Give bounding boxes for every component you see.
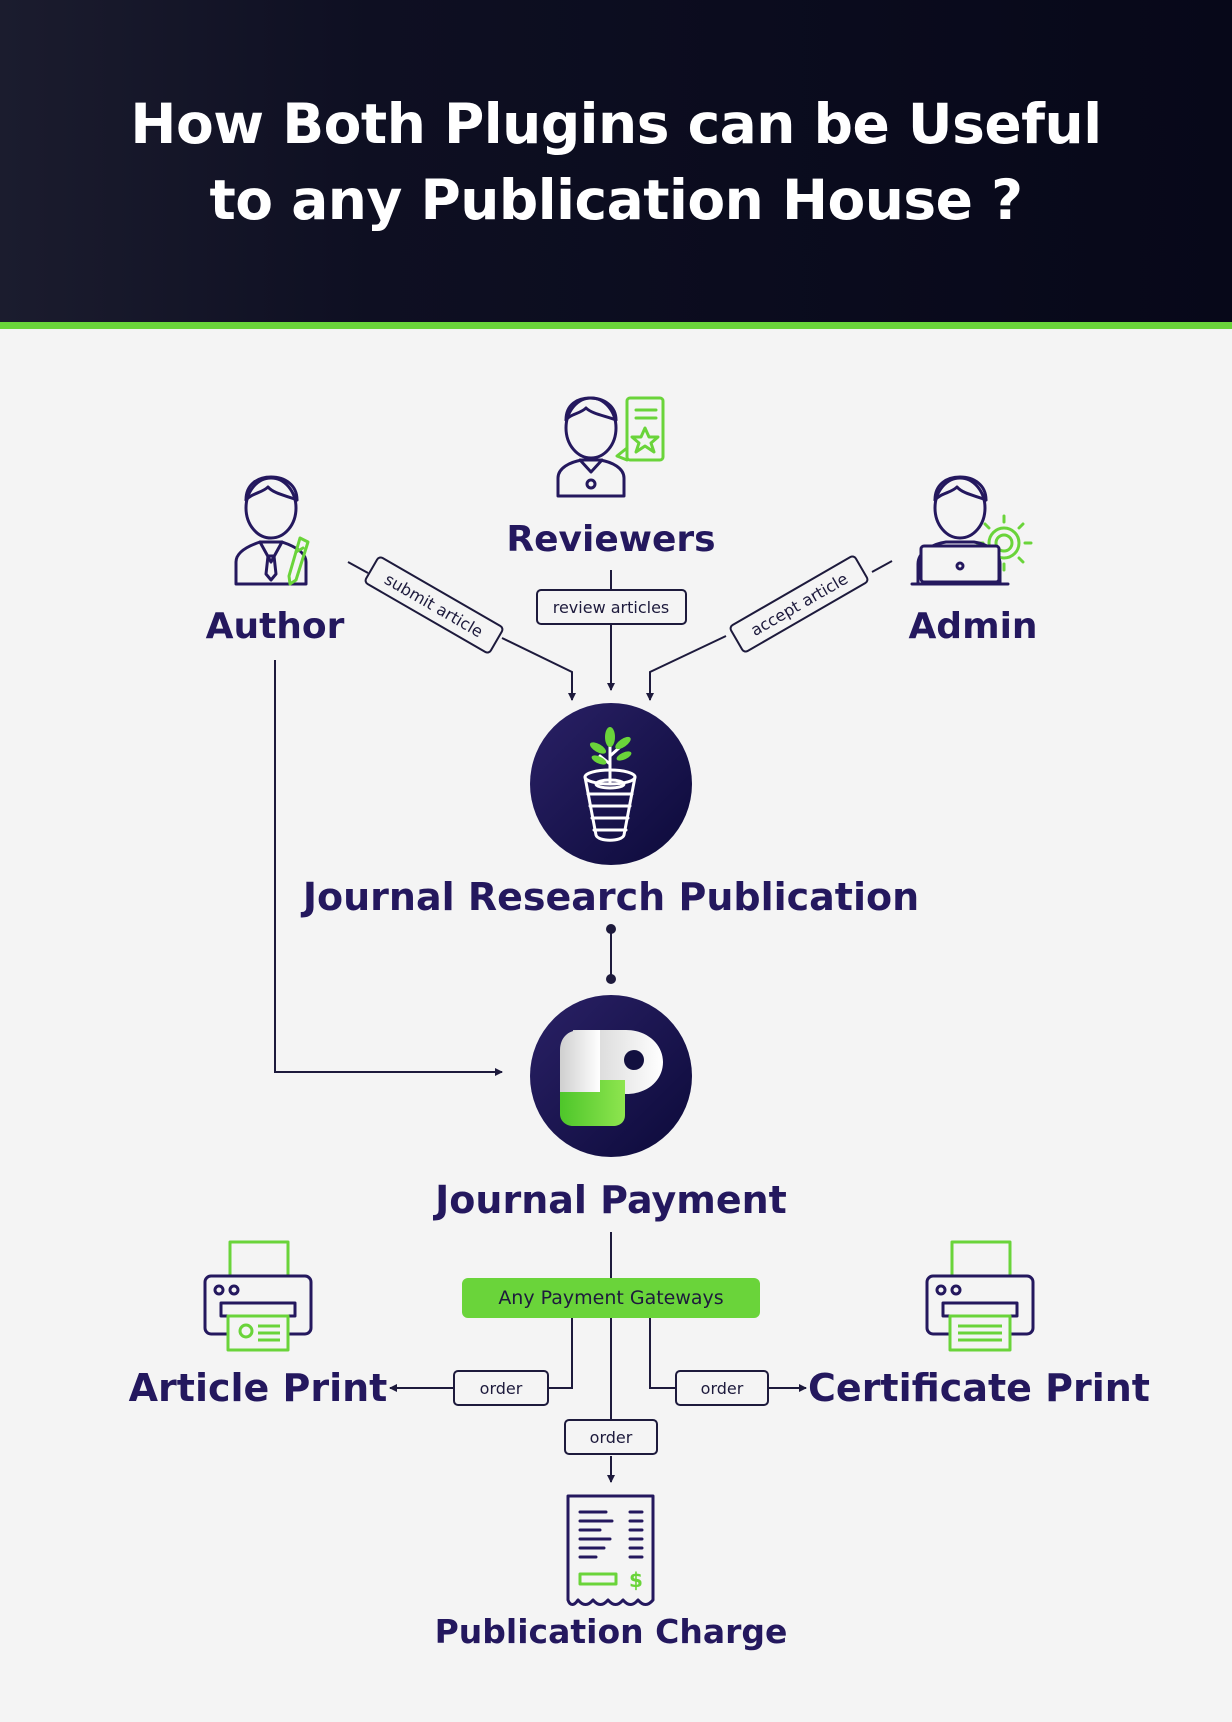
edge-gateway-to-certificate	[649, 1318, 676, 1389]
label-order-right: order	[675, 1370, 769, 1406]
journal-research-label: Journal Research Publication	[300, 875, 919, 919]
edge-gateway-to-article	[548, 1318, 573, 1389]
journal-payment-logo	[530, 995, 692, 1157]
label-review-articles: review articles	[536, 589, 687, 625]
page-title-line-1: How Both Plugins can be Useful	[130, 92, 1102, 156]
certificate-printer-icon	[925, 1240, 1035, 1352]
certificate-print-label: Certificate Print	[808, 1366, 1150, 1410]
gateway-badge-text: Any Payment Gateways	[498, 1287, 723, 1309]
link-dot-top	[606, 924, 616, 934]
page-title: How Both Plugins can be Useful to any Pu…	[0, 86, 1232, 238]
label-order-left-text: order	[480, 1379, 523, 1398]
reviewers-label: Reviewers	[506, 519, 715, 560]
publication-charge-label: Publication Charge	[435, 1612, 788, 1651]
link-dot-bottom	[606, 974, 616, 984]
label-review-articles-text: review articles	[553, 598, 670, 617]
label-accept-article: accept article	[729, 555, 869, 653]
label-order-left: order	[453, 1370, 549, 1406]
label-order-right-text: order	[701, 1379, 744, 1398]
receipt-icon: $	[566, 1494, 655, 1606]
article-print-label: Article Print	[129, 1366, 388, 1410]
gateway-badge: Any Payment Gateways	[462, 1278, 760, 1318]
author-icon	[234, 475, 310, 586]
label-submit-article: submit article	[364, 556, 504, 654]
header-banner	[0, 0, 1232, 322]
admin-icon	[910, 475, 1033, 586]
page-title-line-2: to any Publication House ?	[209, 168, 1023, 232]
article-printer-icon	[203, 1240, 313, 1352]
label-order-bottom: order	[564, 1419, 658, 1455]
edge-admin-to-research-tail	[646, 635, 727, 701]
svg-text:$: $	[629, 1568, 643, 1592]
reviewer-icon	[556, 396, 665, 498]
author-label: Author	[206, 606, 345, 647]
plant-cup-icon	[583, 744, 637, 842]
label-accept-article-text: accept article	[747, 569, 851, 640]
label-submit-article-text: submit article	[381, 570, 486, 642]
header-accent-bar	[0, 322, 1232, 329]
journal-research-logo	[530, 703, 692, 865]
edge-author-to-research-tail	[501, 637, 576, 701]
connectors	[274, 560, 893, 1483]
plant-leaves	[589, 727, 632, 765]
p-logo-icon	[560, 1030, 663, 1126]
edge-admin-to-research	[871, 560, 893, 573]
edge-author-to-payment	[274, 660, 503, 1076]
label-order-bottom-text: order	[590, 1428, 633, 1447]
journal-payment-label: Journal Payment	[432, 1178, 787, 1222]
admin-label: Admin	[908, 606, 1037, 647]
edge-author-to-research	[347, 561, 369, 574]
